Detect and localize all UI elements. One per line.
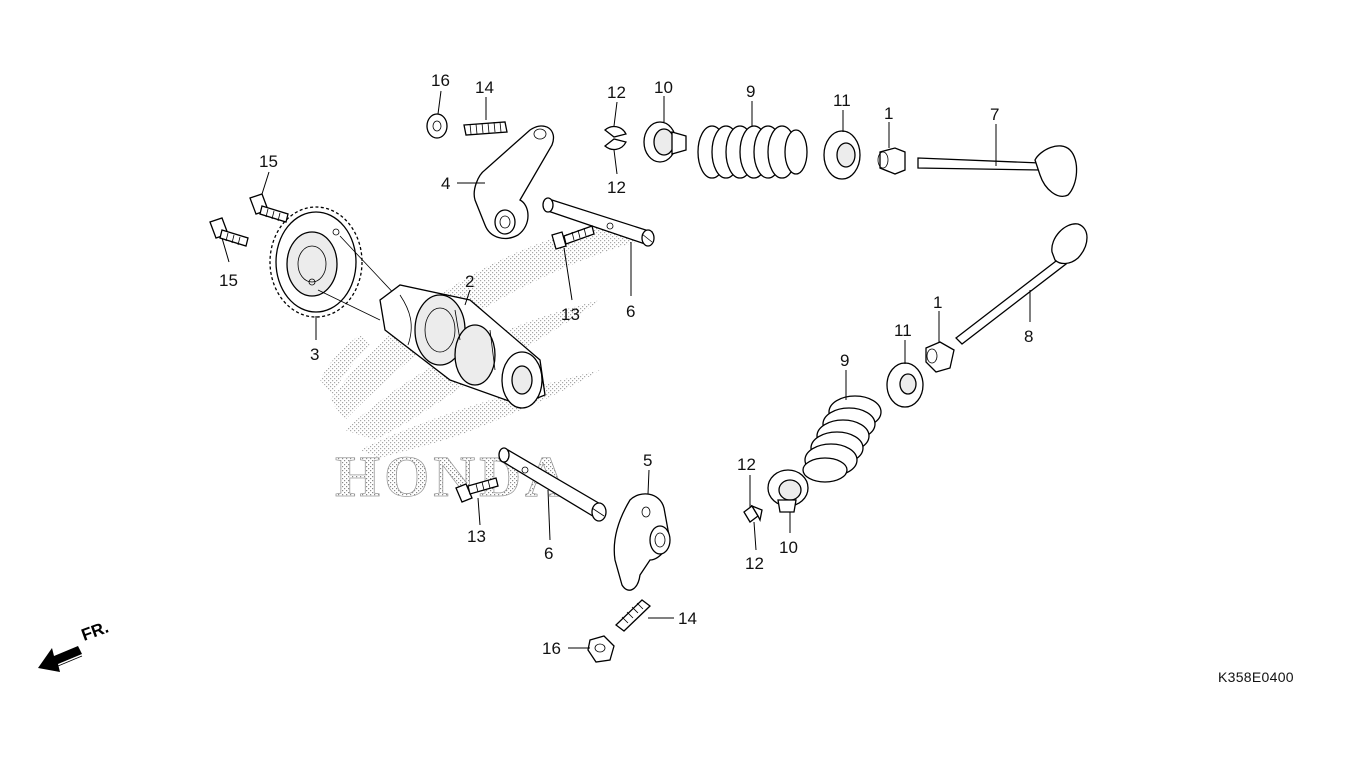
callout-10-upper: 10 [654, 78, 673, 97]
callout-3: 3 [310, 345, 319, 364]
bolt-13-lower [455, 477, 499, 503]
retainer-10-upper [643, 121, 687, 163]
retainer-10-lower [767, 469, 809, 513]
callout-11-lower: 11 [894, 321, 912, 340]
callout-16-lower: 16 [542, 639, 561, 658]
camshaft-2 [379, 284, 546, 409]
callout-5: 5 [643, 451, 652, 470]
callout-13-lower: 13 [467, 527, 486, 546]
cotter-12-lower [743, 504, 763, 523]
rocker-arm-4 [473, 125, 555, 239]
callout-14-upper: 14 [475, 78, 494, 97]
leader-lines [221, 90, 1031, 649]
intake-valve-8 [955, 223, 1088, 345]
stud-14-upper [463, 121, 508, 136]
callout-numbers: 16 14 4 15 15 3 2 12 12 10 9 11 1 7 6 13… [219, 71, 1033, 658]
rocker-arm-5 [613, 493, 671, 591]
callout-2: 2 [465, 272, 474, 291]
callout-7: 7 [990, 105, 999, 124]
callout-16-upper: 16 [431, 71, 450, 90]
cam-sprocket-3 [269, 206, 401, 321]
cotter-12-upper [603, 125, 627, 151]
callout-10-lower: 10 [779, 538, 798, 557]
callout-12-upper-top: 12 [607, 83, 626, 102]
callout-4: 4 [441, 174, 450, 193]
stem-seal-1-lower [925, 341, 955, 373]
valve-spring-9-upper [697, 125, 808, 179]
callout-1-upper: 1 [884, 104, 893, 123]
callout-11-upper: 11 [833, 91, 851, 110]
diagram-reference-code: K358E0400 [1218, 669, 1294, 685]
bolt-15-lower [209, 217, 249, 247]
spring-seat-11-upper [823, 130, 861, 180]
callout-15-upper: 15 [259, 152, 278, 171]
rocker-shaft-6-lower [498, 447, 607, 522]
callout-13-upper: 13 [561, 305, 580, 324]
callout-12-lower-bottom: 12 [745, 554, 764, 573]
bolt-15-upper [249, 193, 289, 223]
nut-16-lower [587, 635, 615, 663]
stem-seal-1-upper [877, 147, 906, 175]
nut-16-upper [426, 113, 448, 139]
callout-12-lower-top: 12 [737, 455, 756, 474]
front-marker-label: FR. [79, 618, 111, 645]
callout-9-lower: 9 [840, 351, 849, 370]
callout-6-upper: 6 [626, 302, 635, 321]
callout-1-lower: 1 [933, 293, 942, 312]
spring-seat-11-lower [886, 362, 924, 408]
callout-12-upper-bottom: 12 [607, 178, 626, 197]
callout-6-lower: 6 [544, 544, 553, 563]
front-arrow-icon [38, 646, 83, 672]
valve-spring-9-lower [802, 395, 882, 483]
callout-14-lower: 14 [678, 609, 697, 628]
bolt-13-upper [551, 225, 595, 250]
callout-9-upper: 9 [746, 82, 755, 101]
stud-14-lower [614, 599, 652, 632]
rocker-shaft-6-upper [542, 197, 655, 247]
callout-8: 8 [1024, 327, 1033, 346]
exhaust-valve-7 [917, 145, 1078, 197]
callout-15-lower: 15 [219, 271, 238, 290]
